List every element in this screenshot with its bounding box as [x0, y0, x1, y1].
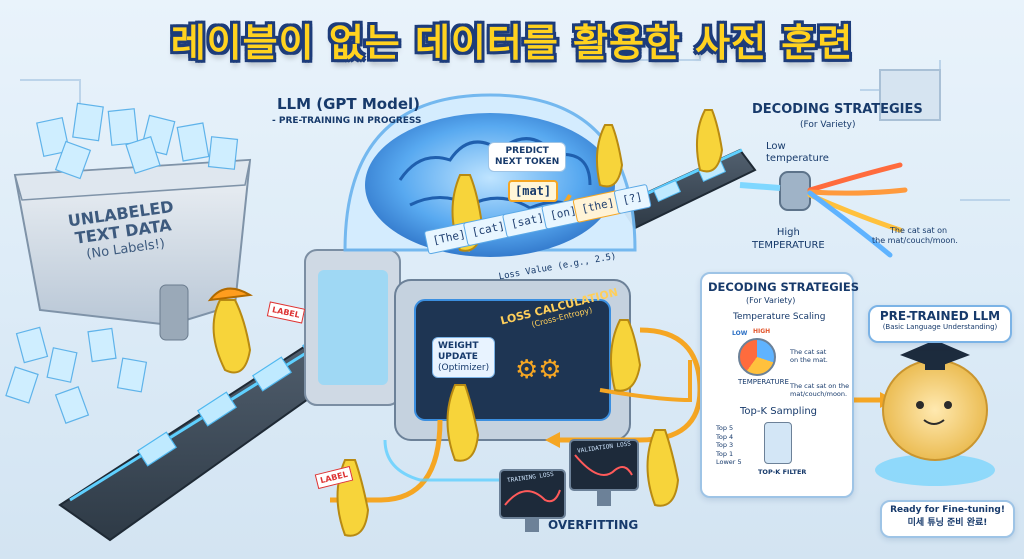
temp-scaling-label: Temperature Scaling — [733, 312, 826, 322]
weight-line1: WEIGHT — [438, 341, 479, 351]
low-temp-label: Low temperature — [766, 141, 829, 165]
dial-low: LOW — [732, 330, 748, 337]
predict-callout: PREDICT NEXT TOKEN — [488, 142, 567, 172]
high-temp-label: High TEMPERATURE — [752, 226, 825, 252]
temperature-dial — [738, 338, 776, 376]
decoding-output-line2: the mat/couch/moon. — [872, 236, 958, 245]
low-temp-line2: temperature — [766, 153, 829, 164]
hard-hat — [207, 287, 254, 302]
monitor-stands — [499, 439, 639, 532]
pretrained-title: PRE-TRAINED LLM — [879, 309, 1001, 323]
output-a-line2: on the mat. — [790, 356, 828, 364]
pretrained-brain — [882, 359, 988, 461]
dial-label: TEMPERATURE — [738, 378, 789, 386]
predicted-token: [mat] — [508, 180, 559, 202]
decoding-panel-title: DECODING STRATEGIES — [708, 280, 860, 294]
predict-line1: PREDICT — [505, 146, 549, 156]
pretrained-label-panel: PRE-TRAINED LLM (Basic Language Understa… — [868, 305, 1012, 343]
ready-line1: Ready for Fine-tuning! — [890, 505, 1005, 515]
output-b-line1: The cat sat on the — [790, 382, 850, 390]
weight-update-panel: WEIGHT UPDATE (Optimizer) — [432, 337, 496, 378]
overfitting-label: OVERFITTING — [548, 518, 639, 532]
ready-panel: Ready for Fine-tuning! 미세 튜닝 준비 완료! — [880, 500, 1015, 538]
topk-ranks: Top 5 Top 4 Top 3 Top 1 Lower 5 — [716, 424, 742, 467]
model-subtitle: - PRE-TRAINING IN PROGRESS — [272, 116, 422, 126]
output-b-line2: mat/couch/moon. — [790, 390, 848, 398]
paper-pile — [5, 102, 239, 424]
output-a-line1: The cat sat — [790, 348, 827, 356]
predict-line2: NEXT TOKEN — [495, 157, 560, 167]
page-title: 레이블이 없는 데이터를 활용한 사전 훈련 — [170, 21, 854, 65]
decoding-output-line1: The cat sat on — [890, 226, 948, 235]
dial-high: HIGH — [753, 328, 771, 335]
topk-filter-label: TOP-K FILTER — [758, 468, 807, 476]
high-temp-line2: TEMPERATURE — [752, 240, 825, 251]
decoding-nozzle — [779, 171, 811, 211]
model-title: LLM (GPT Model) — [277, 95, 421, 113]
output-a: The cat sat on the mat. — [790, 348, 828, 364]
decoding-output: The cat sat on the mat/couch/moon. — [872, 226, 958, 246]
pedestal — [875, 454, 995, 486]
pretrained-subtitle: (Basic Language Understanding) — [882, 323, 998, 331]
hopper-pipe — [159, 284, 189, 341]
graduation-cap — [900, 340, 970, 368]
gears: ⚙⚙ — [515, 355, 562, 385]
rank-4: Lower 5 — [716, 458, 742, 466]
decoding-panel-subtitle: (For Variety) — [746, 296, 796, 305]
feedback-arrow — [330, 419, 443, 503]
rank-1: Top 4 — [716, 432, 734, 441]
topk-filter-device — [764, 422, 792, 464]
low-temp-line1: Low — [766, 141, 786, 152]
weight-line2: UPDATE — [438, 352, 478, 362]
ready-line2: 미세 튜닝 준비 완료! — [907, 518, 988, 528]
decoding-top-subtitle: (For Variety) — [800, 120, 856, 130]
temperature-streams — [807, 162, 908, 258]
rank-3: Top 1 — [716, 449, 734, 458]
weight-line3: (Optimizer) — [438, 363, 490, 373]
decoding-top-title: DECODING STRATEGIES — [752, 102, 923, 117]
topk-label: Top-K Sampling — [740, 406, 818, 417]
output-b: The cat sat on the mat/couch/moon. — [790, 382, 849, 398]
wall-door — [879, 69, 941, 121]
high-temp-line1: High — [776, 227, 800, 238]
rank-0: Top 5 — [716, 424, 734, 432]
rank-2: Top 3 — [716, 441, 734, 449]
